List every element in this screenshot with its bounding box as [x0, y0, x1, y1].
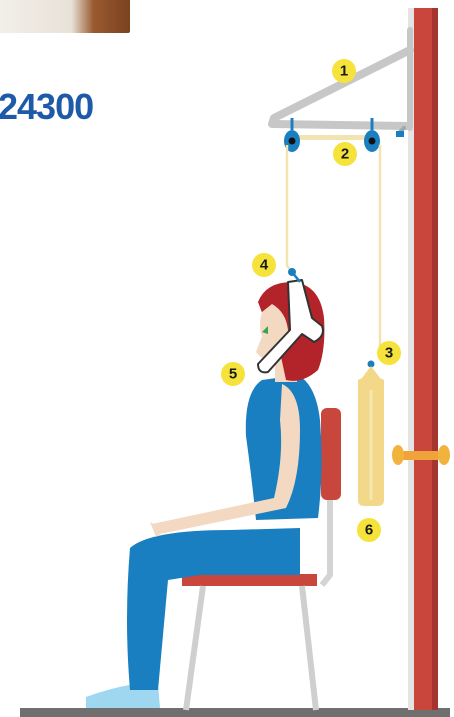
callout-3: 3: [377, 341, 401, 365]
callout-2-label: 2: [341, 146, 349, 163]
callout-3-label: 3: [385, 345, 393, 362]
patient-figure: [86, 272, 324, 708]
callout-2: 2: [333, 142, 357, 166]
callout-5-label: 5: [229, 366, 237, 383]
callout-5: 5: [221, 362, 245, 386]
floor: [20, 708, 450, 717]
callout-1: 1: [332, 59, 356, 83]
bracket-clip: [396, 131, 404, 137]
callout-6: 6: [357, 518, 381, 542]
callout-4-label: 4: [260, 257, 269, 274]
water-weight-bag: [358, 366, 384, 506]
callout-6-label: 6: [365, 522, 373, 539]
callout-4: 4: [252, 253, 276, 277]
callout-1-label: 1: [340, 63, 348, 80]
